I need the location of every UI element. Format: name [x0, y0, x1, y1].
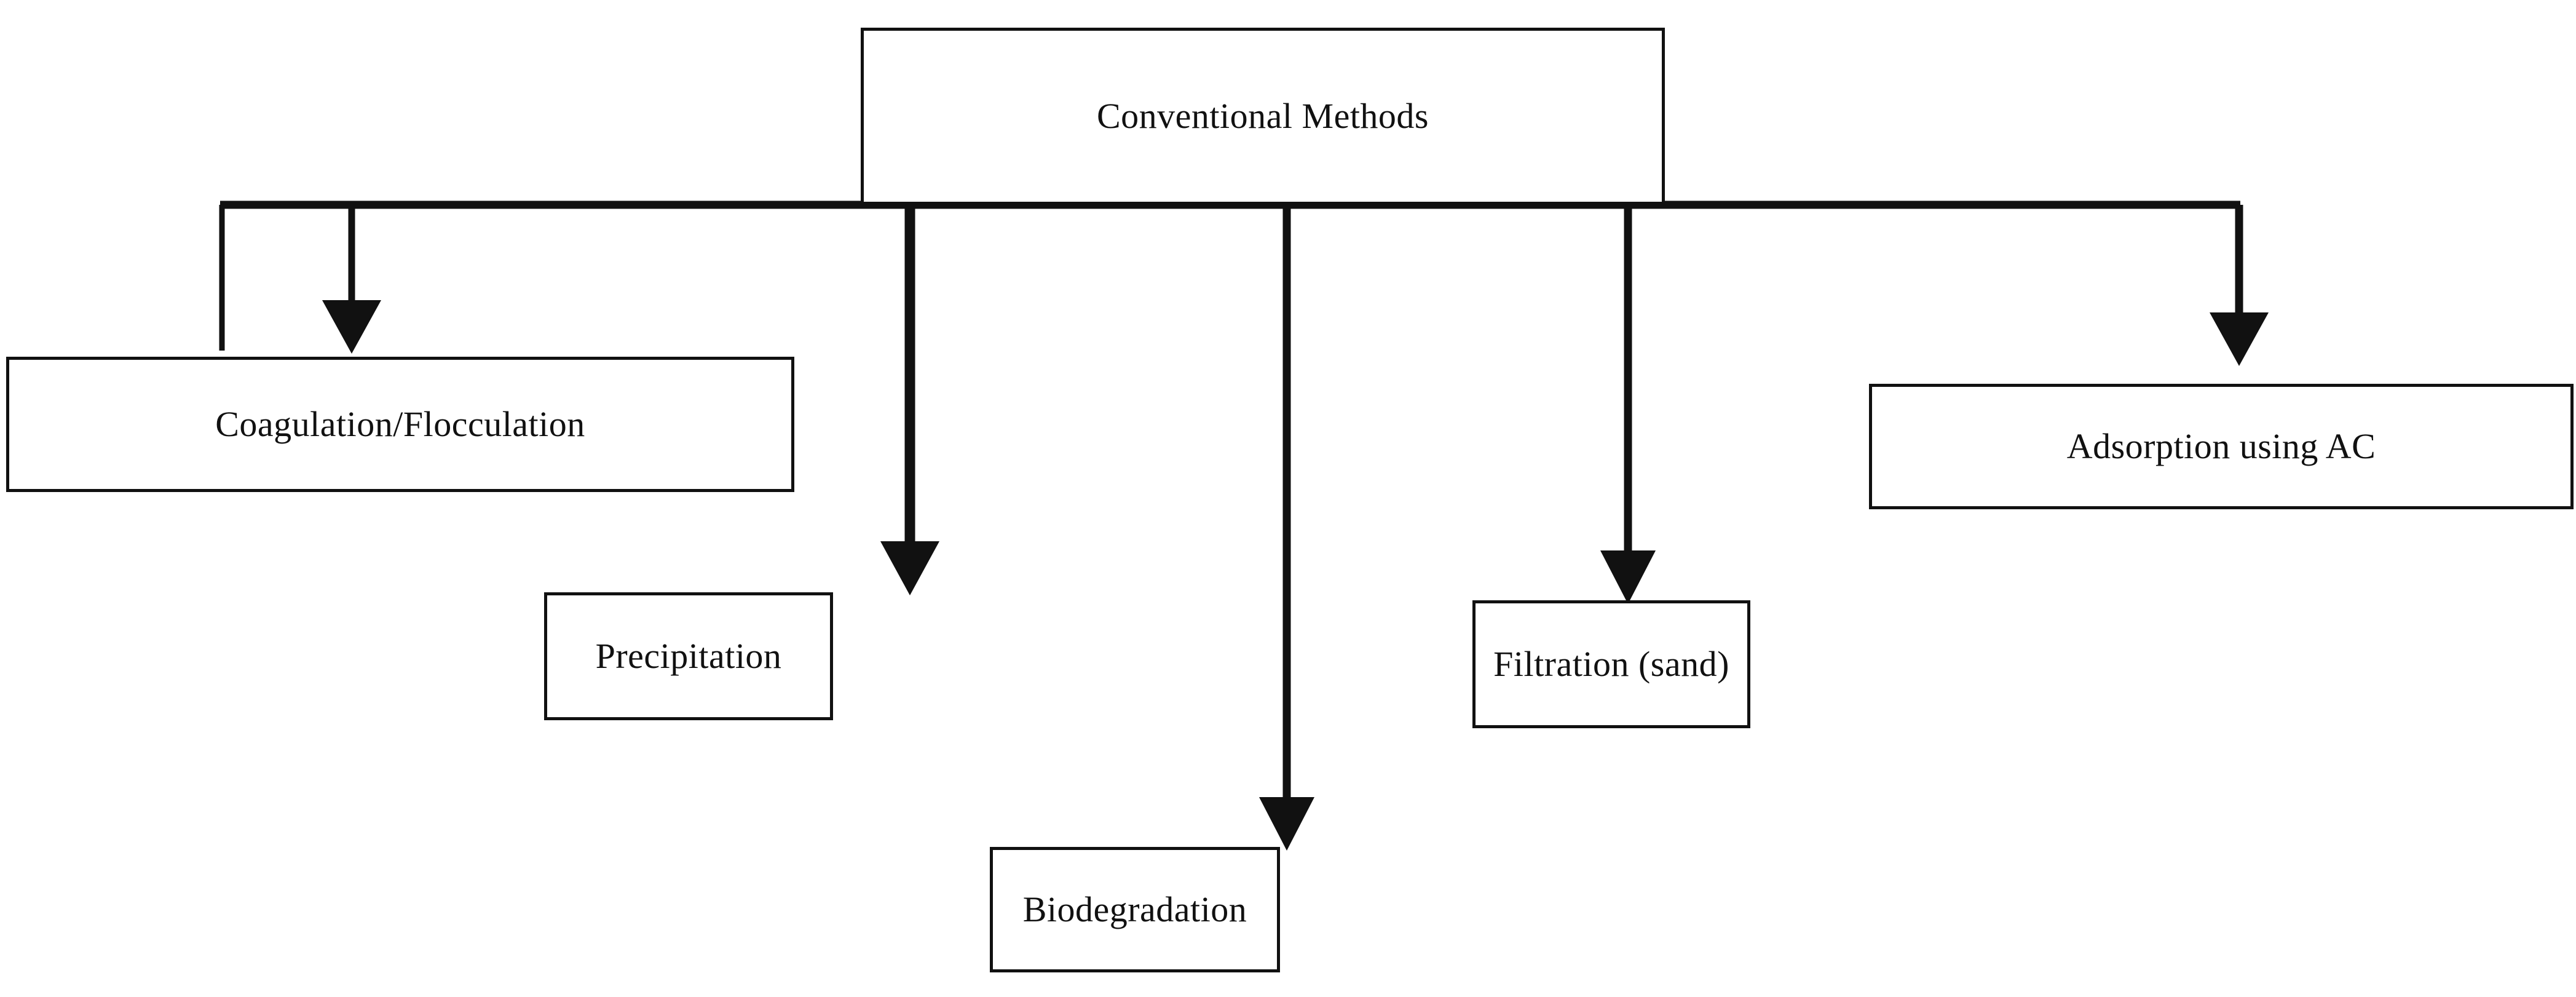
- node-label-conventional-methods: Conventional Methods: [1096, 96, 1429, 136]
- node-label-filtration-sand: Filtration (sand): [1493, 644, 1729, 684]
- node-conventional-methods[interactable]: Conventional Methods: [861, 28, 1665, 205]
- node-label-biodegradation: Biodegradation: [1022, 889, 1247, 929]
- node-adsorption-using-ac[interactable]: Adsorption using AC: [1869, 384, 2574, 509]
- arrowhead-filtration-sand: [1600, 550, 1656, 604]
- arrowhead-biodegradation: [1259, 797, 1314, 851]
- connector-precipitation: [880, 207, 939, 595]
- connector-biodegradation: [1259, 207, 1314, 851]
- node-coagulation-flocculation[interactable]: Coagulation/Flocculation: [6, 357, 794, 492]
- connector-filtration-sand: [1600, 207, 1656, 604]
- node-label-coagulation-flocculation: Coagulation/Flocculation: [215, 404, 585, 444]
- arrowhead-adsorption-using-ac: [2210, 312, 2269, 366]
- node-filtration-sand[interactable]: Filtration (sand): [1472, 600, 1750, 728]
- node-label-precipitation: Precipitation: [595, 636, 782, 676]
- node-precipitation[interactable]: Precipitation: [544, 592, 833, 720]
- arrowhead-precipitation: [880, 541, 939, 595]
- arrowhead-coagulation-flocculation: [322, 300, 381, 354]
- connector-adsorption-using-ac: [2210, 205, 2269, 366]
- node-label-adsorption-using-ac: Adsorption using AC: [2066, 426, 2376, 466]
- connector-coagulation-flocculation: [219, 205, 381, 354]
- node-biodegradation[interactable]: Biodegradation: [990, 847, 1280, 972]
